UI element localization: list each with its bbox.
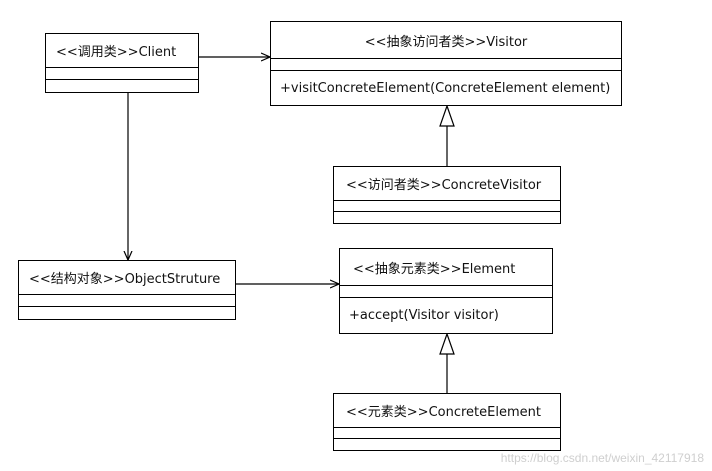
class-visitor-operations: +visitConcreteElement(ConcreteElement el… <box>271 71 621 105</box>
class-client-attributes <box>46 68 198 80</box>
class-object-structure-attributes <box>19 295 235 307</box>
class-concrete-visitor[interactable]: <<访问者类>>ConcreteVisitor <box>333 166 561 224</box>
class-concrete-visitor-operations <box>334 212 560 223</box>
class-concrete-element-operations <box>334 439 560 450</box>
class-concrete-visitor-attributes <box>334 201 560 212</box>
class-object-structure-operations <box>19 307 235 319</box>
class-element-operations: +accept(Visitor visitor) <box>340 298 552 333</box>
class-client-operations <box>46 80 198 92</box>
operation-accept: +accept(Visitor visitor) <box>349 308 499 323</box>
class-element[interactable]: <<抽象元素类>>Element +accept(Visitor visitor… <box>339 248 553 334</box>
class-client-name: <<调用类>>Client <box>46 34 198 68</box>
class-object-structure[interactable]: <<结构对象>>ObjectStruture <box>18 260 236 320</box>
class-visitor-attributes <box>271 59 621 71</box>
operation-visit-concrete-element: +visitConcreteElement(ConcreteElement el… <box>280 80 611 96</box>
class-element-attributes <box>340 286 552 298</box>
class-visitor[interactable]: <<抽象访问者类>>Visitor +visitConcreteElement(… <box>270 21 622 106</box>
class-element-name: <<抽象元素类>>Element <box>340 249 552 286</box>
class-object-structure-name: <<结构对象>>ObjectStruture <box>19 261 235 295</box>
class-concrete-visitor-name: <<访问者类>>ConcreteVisitor <box>334 167 560 201</box>
generalization-triangle-element <box>439 332 455 355</box>
class-visitor-name: <<抽象访问者类>>Visitor <box>271 22 621 59</box>
generalization-triangle-visitor <box>439 104 455 127</box>
class-concrete-element[interactable]: <<元素类>>ConcreteElement <box>333 393 561 451</box>
class-concrete-element-attributes <box>334 428 560 439</box>
class-client[interactable]: <<调用类>>Client <box>45 33 199 93</box>
watermark: https://blog.csdn.net/weixin_42117918 <box>500 451 704 465</box>
class-concrete-element-name: <<元素类>>ConcreteElement <box>334 394 560 428</box>
